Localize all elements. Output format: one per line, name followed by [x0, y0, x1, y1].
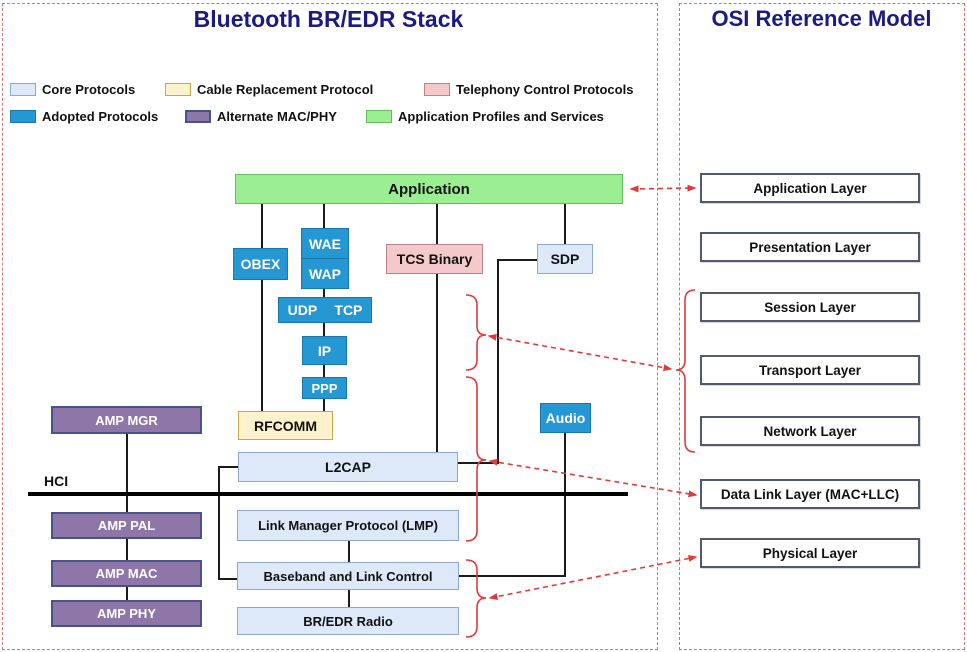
- connector-line: [436, 274, 438, 452]
- hci-interface-line: [28, 492, 628, 496]
- connector-line: [564, 204, 566, 244]
- udp-tcp-box: UDP TCP: [278, 297, 372, 323]
- hci-label: HCI: [44, 473, 69, 489]
- bluetooth-stack-title: Bluetooth BR/EDR Stack: [193, 6, 464, 32]
- connector-line: [126, 587, 128, 600]
- obex-box: OBEX: [233, 248, 288, 280]
- legend-item-alternate-mac-phy: Alternate MAC/PHY: [185, 108, 337, 124]
- connector-line: [323, 399, 325, 411]
- connector-line: [218, 578, 237, 580]
- connector-line: [436, 204, 438, 244]
- tcs-binary-box: TCS Binary: [386, 244, 483, 274]
- osi-data-link-layer-box: Data Link Layer (MAC+LLC): [700, 479, 920, 509]
- connector-line: [323, 204, 325, 228]
- amp-phy-box: AMP PHY: [51, 600, 202, 627]
- legend-item-telephony-control: Telephony Control Protocols: [424, 81, 634, 97]
- application-profiles-swatch-icon: [366, 109, 392, 123]
- rfcomm-box: RFCOMM: [238, 411, 333, 440]
- connector-line: [218, 467, 220, 579]
- osi-presentation-layer-box: Presentation Layer: [700, 232, 920, 262]
- legend-label: Core Protocols: [42, 81, 136, 97]
- legend-label: Cable Replacement Protocol: [197, 81, 374, 97]
- baseband-box: Baseband and Link Control: [237, 562, 459, 590]
- legend-item-cable-replacement: Cable Replacement Protocol: [165, 81, 374, 97]
- connector-line: [497, 259, 537, 261]
- connector-line: [458, 462, 499, 464]
- legend-label: Alternate MAC/PHY: [217, 108, 337, 124]
- udp-label: UDP: [287, 302, 318, 318]
- legend-item-application-profiles: Application Profiles and Services: [366, 108, 604, 124]
- wae-box: WAE: [301, 228, 349, 259]
- connector-line: [261, 280, 263, 411]
- adopted-protocols-swatch-icon: [10, 109, 36, 123]
- connector-line: [323, 289, 325, 297]
- osi-transport-layer-box: Transport Layer: [700, 355, 920, 385]
- connector-line: [459, 575, 566, 577]
- osi-session-layer-box: Session Layer: [700, 292, 920, 322]
- connector-line: [497, 260, 499, 464]
- br-edr-radio-box: BR/EDR Radio: [237, 607, 459, 635]
- telephony-control-swatch-icon: [424, 82, 450, 96]
- core-protocols-swatch-icon: [10, 82, 36, 96]
- amp-pal-box: AMP PAL: [51, 512, 202, 539]
- amp-mac-box: AMP MAC: [51, 560, 202, 587]
- legend-label: Adopted Protocols: [42, 108, 159, 124]
- connector-line: [323, 323, 325, 336]
- ip-box: IP: [302, 336, 347, 365]
- connector-line: [218, 466, 238, 468]
- connector-line: [348, 590, 350, 607]
- legend-item-core-protocols: Core Protocols: [10, 81, 136, 97]
- wap-box: WAP: [301, 258, 349, 289]
- connector-line: [323, 365, 325, 377]
- connector-line: [126, 434, 128, 512]
- legend-label: Telephony Control Protocols: [456, 81, 634, 97]
- sdp-box: SDP: [537, 244, 593, 274]
- tcp-label: TCP: [334, 302, 363, 318]
- audio-box: Audio: [540, 403, 591, 433]
- osi-model-title: OSI Reference Model: [711, 6, 932, 31]
- connector-line: [261, 204, 263, 248]
- osi-physical-layer-box: Physical Layer: [700, 538, 920, 568]
- connector-line: [564, 433, 566, 577]
- osi-network-layer-box: Network Layer: [700, 416, 920, 446]
- amp-mgr-box: AMP MGR: [51, 406, 202, 434]
- ppp-box: PPP: [302, 377, 347, 399]
- connector-line: [126, 539, 128, 560]
- application-box: Application: [235, 174, 623, 204]
- bluetooth-stack-panel: [2, 3, 658, 650]
- legend-label: Application Profiles and Services: [398, 108, 604, 124]
- connector-line: [348, 541, 350, 562]
- legend-item-adopted-protocols: Adopted Protocols: [10, 108, 159, 124]
- cable-replacement-swatch-icon: [165, 82, 191, 96]
- osi-application-layer-box: Application Layer: [700, 173, 920, 203]
- alternate-mac-phy-swatch-icon: [185, 109, 211, 123]
- l2cap-box: L2CAP: [238, 452, 458, 482]
- lmp-box: Link Manager Protocol (LMP): [237, 510, 459, 541]
